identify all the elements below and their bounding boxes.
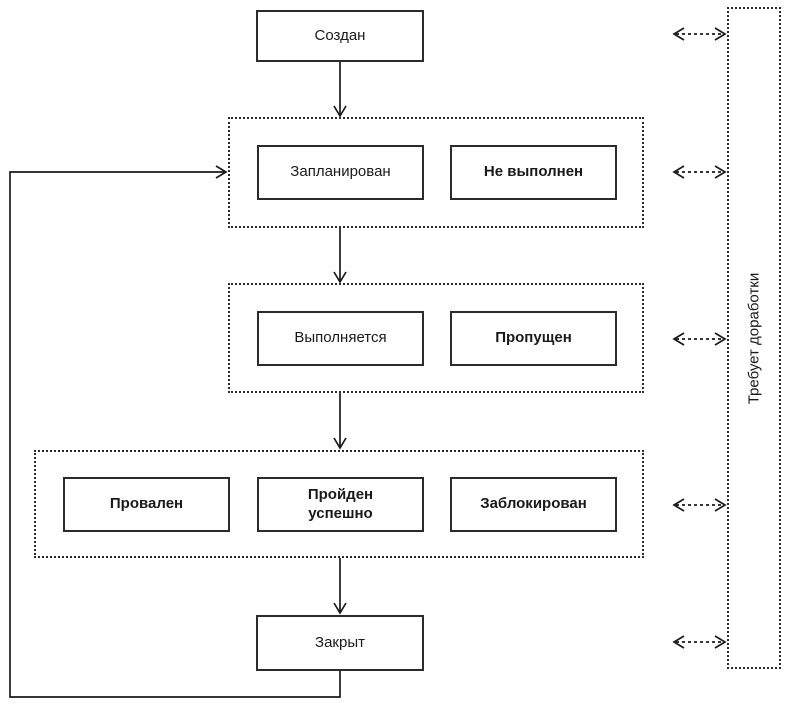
node-not-executed: Не выполнен xyxy=(450,145,617,200)
node-planned: Запланирован xyxy=(257,145,424,200)
rework-arrow-planned xyxy=(672,165,727,179)
rework-panel: Требует доработки xyxy=(727,7,781,669)
node-created: Создан xyxy=(256,10,424,62)
node-skipped: Пропущен xyxy=(450,311,617,366)
node-passed: Пройден успешно xyxy=(257,477,424,532)
arrow-created-to-planned xyxy=(333,62,347,118)
rework-arrow-closed xyxy=(672,635,727,649)
arrow-inprogress-to-result xyxy=(333,393,347,450)
rework-arrow-result xyxy=(672,498,727,512)
rework-arrow-inprogress xyxy=(672,332,727,346)
group-inprogress-states xyxy=(228,283,644,393)
node-closed: Закрыт xyxy=(256,615,424,671)
arrow-closed-loop-to-planned xyxy=(9,165,341,698)
rework-arrow-created xyxy=(672,27,727,41)
node-failed: Провален xyxy=(63,477,230,532)
node-blocked: Заблокирован xyxy=(450,477,617,532)
node-in-progress: Выполняется xyxy=(257,311,424,366)
group-planned-states xyxy=(228,117,644,228)
arrow-result-to-closed xyxy=(333,558,347,615)
arrow-planned-to-inprogress xyxy=(333,228,347,284)
rework-panel-label: Требует доработки xyxy=(745,272,763,404)
group-result-states xyxy=(34,450,644,558)
